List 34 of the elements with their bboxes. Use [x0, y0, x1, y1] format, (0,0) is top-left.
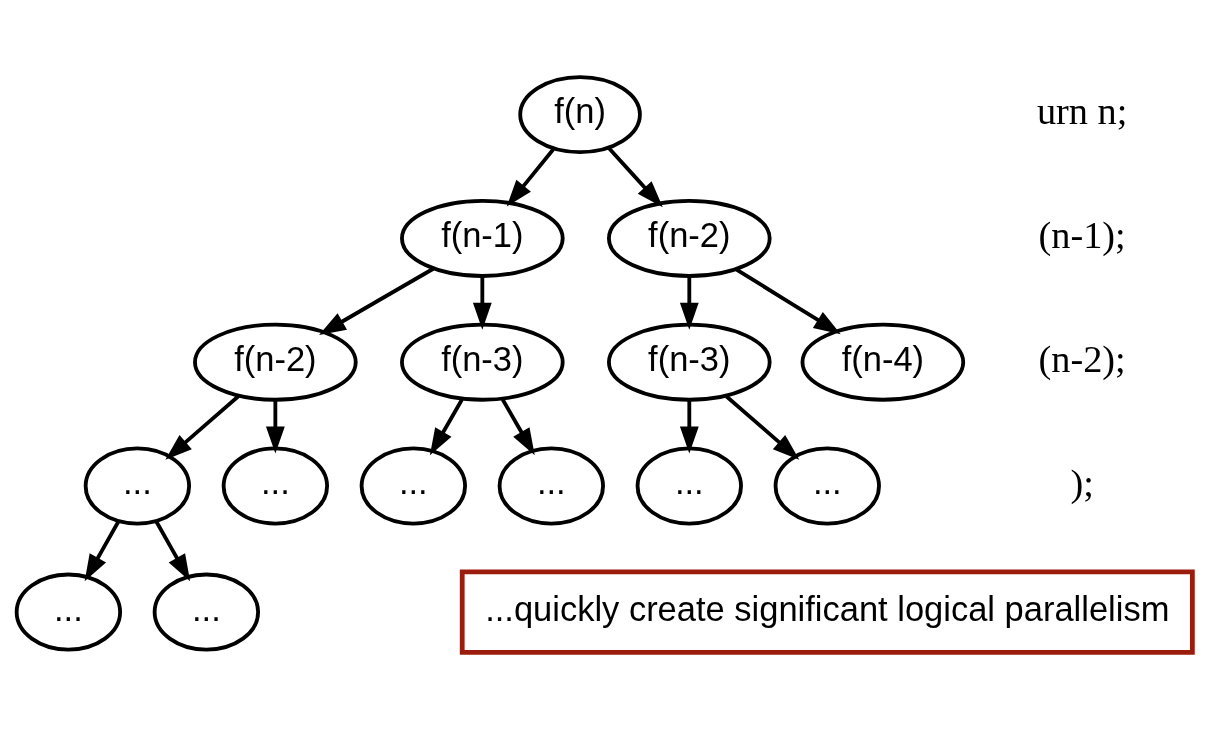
arrow: [265, 400, 285, 454]
arrow: [165, 394, 240, 460]
label: );: [1070, 461, 1094, 504]
node-ellipse: f(n): [518, 75, 642, 155]
arrow: [735, 267, 841, 335]
node-ellipse: ...: [221, 446, 329, 526]
arrow: [679, 276, 699, 330]
arrow: [319, 267, 435, 335]
arrow: [429, 398, 464, 456]
node-ellipse: f(n-1): [400, 198, 565, 278]
node-ellipse: f(n-2): [193, 322, 358, 402]
node-ellipse: f(n-3): [400, 322, 565, 402]
arrow: [725, 394, 800, 460]
label: urn n;: [1036, 90, 1128, 133]
arrow: [472, 276, 492, 330]
arrow: [84, 521, 120, 582]
node-ellipse: f(n-2): [607, 198, 772, 278]
node-ellipse: f(n-3): [607, 322, 772, 402]
arrow: [501, 398, 535, 456]
arrow: [607, 146, 663, 208]
node-ellipse: ...: [14, 572, 123, 652]
node-ellipse: f(n-4): [800, 322, 966, 402]
node-ellipse: ...: [152, 572, 261, 652]
node-box: ...quickly create significant logical parallelism: [459, 569, 1195, 655]
label: (n-2);: [1038, 337, 1126, 380]
node-ellipse: ...: [773, 446, 881, 526]
node-ellipse: ...: [359, 446, 467, 526]
node-ellipse: ...: [635, 446, 743, 526]
arrow: [154, 521, 191, 582]
arrow: [506, 148, 555, 207]
label: (n-1);: [1038, 213, 1126, 256]
arrow: [679, 400, 699, 454]
node-ellipse: ...: [83, 446, 192, 526]
node-ellipse: ...: [497, 446, 605, 526]
